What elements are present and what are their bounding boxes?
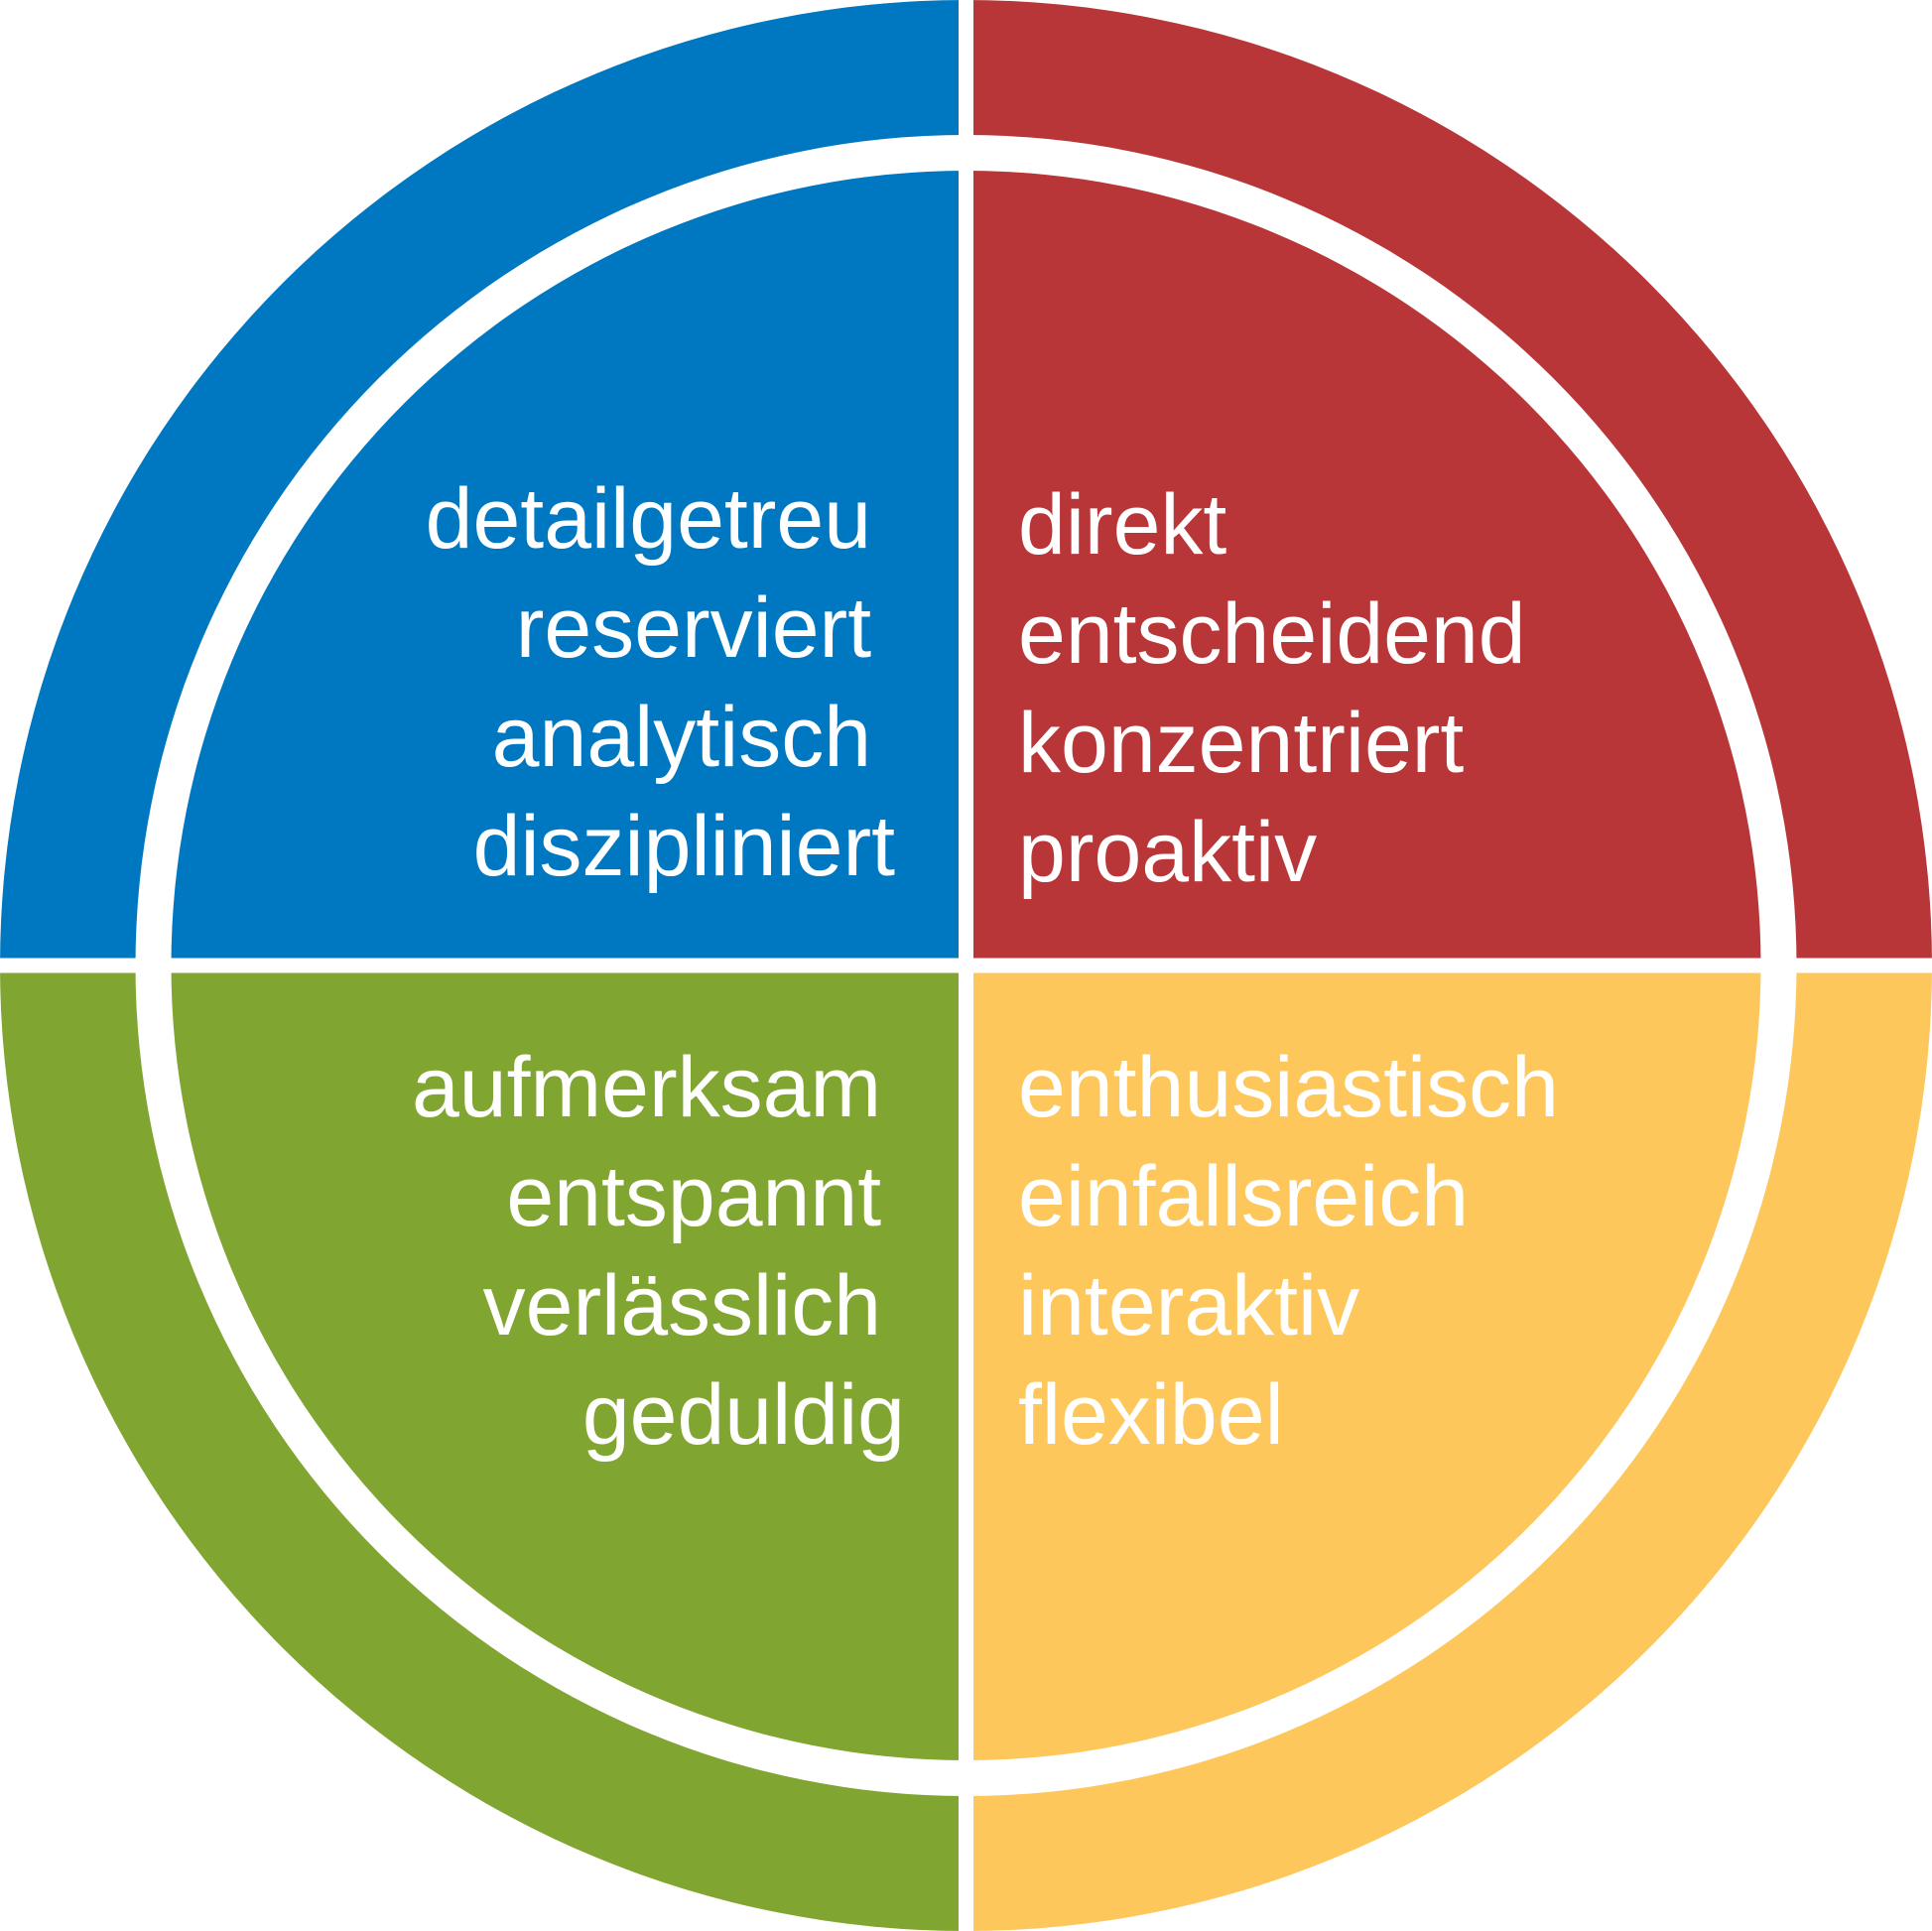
bottom-right-words: enthusiastisch einfallsreich interaktiv … xyxy=(1018,1040,1583,1463)
word-item: diszipliniert xyxy=(473,799,895,894)
word-item: aufmerksam xyxy=(412,1040,881,1135)
top-left-words: detailgetreu reserviert analytisch diszi… xyxy=(426,471,895,894)
word-item: reserviert xyxy=(516,580,872,676)
inner-disc-bottom-left xyxy=(171,966,966,1760)
word-item: konzentriert xyxy=(1018,696,1464,791)
word-item: entspannt xyxy=(506,1149,881,1244)
word-item: enthusiastisch xyxy=(1018,1040,1559,1135)
bottom-left-words: aufmerksam entspannt verlässlich geduldi… xyxy=(412,1040,905,1463)
word-item: detailgetreu xyxy=(426,471,871,567)
word-item: direkt xyxy=(1018,477,1226,573)
word-item: verlässlich xyxy=(483,1258,881,1353)
top-right-words: direkt entscheidend konzentriert proakti… xyxy=(1018,477,1550,900)
horizontal-divider xyxy=(0,958,1932,973)
inner-disc-top-right xyxy=(966,171,1761,966)
word-item: proaktiv xyxy=(1018,805,1317,900)
word-item: flexibel xyxy=(1018,1367,1284,1463)
word-item: einfallsreich xyxy=(1018,1149,1469,1244)
word-item: entscheidend xyxy=(1018,586,1526,682)
inner-disc-bottom-right xyxy=(966,966,1761,1760)
word-item: interaktiv xyxy=(1018,1258,1359,1353)
word-item: analytisch xyxy=(492,690,871,785)
inner-disc-top-left xyxy=(171,171,966,966)
word-item: geduldig xyxy=(582,1367,905,1463)
